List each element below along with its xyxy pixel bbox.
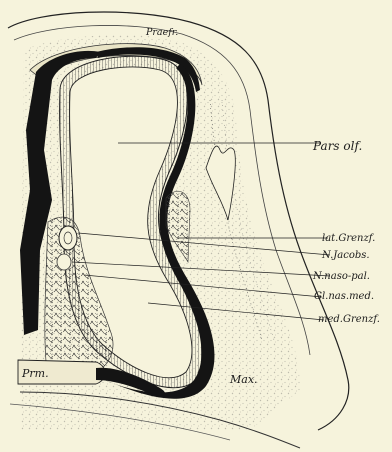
label-gl-nas-med: Gl.nas.med.	[314, 291, 374, 302]
label-praefr: Praefr.	[145, 27, 178, 38]
label-pars-olf: Pars olf.	[312, 139, 362, 153]
label-med-grenzf: med.Grenzf.	[318, 314, 380, 325]
label-max: Max.	[229, 373, 258, 386]
label-prm: Prm.	[21, 367, 49, 380]
label-n-jacobs: N.Jacobs.	[321, 250, 370, 261]
label-lat-grenzf: lat.Grenzf.	[322, 233, 375, 244]
label-n-naso-pal: N.naso-pal.	[312, 271, 370, 282]
naso-palatine-organ	[57, 254, 71, 270]
jacobson-organ	[59, 226, 77, 250]
